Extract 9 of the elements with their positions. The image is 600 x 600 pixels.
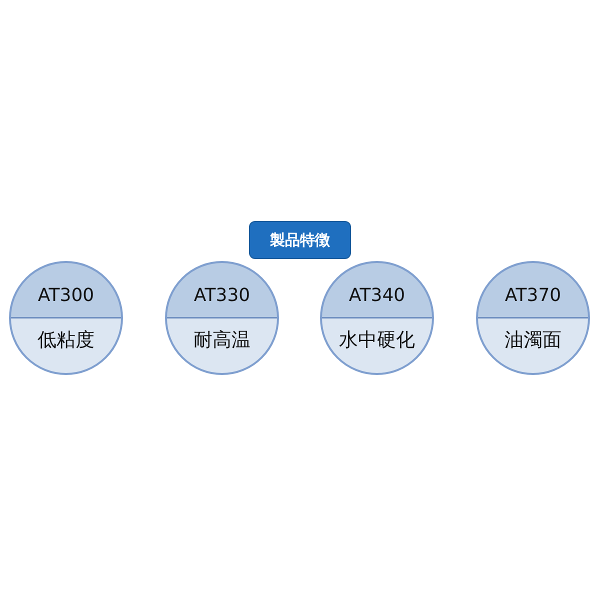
model-code: AT370 [504, 285, 562, 306]
feature-text: 低粘度 [38, 328, 94, 353]
feature-text: 耐高温 [194, 328, 250, 353]
model-code: AT300 [38, 285, 94, 306]
model-code: AT340 [348, 285, 406, 306]
feature-text: 水中硬化 [339, 328, 415, 353]
feature-text: 油濁面 [504, 328, 562, 353]
model-code: AT330 [194, 285, 250, 306]
title-badge: 製品特徴 [250, 222, 350, 258]
